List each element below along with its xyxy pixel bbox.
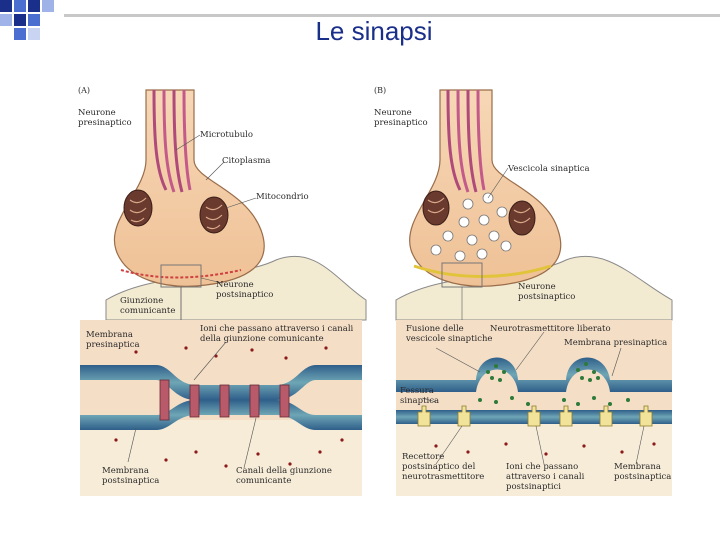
panel-b-receptor-label: Recettore postsinaptico del neurotrasmet… <box>402 452 485 482</box>
panel-b-detail <box>396 320 672 496</box>
panel-a-ions-label: Ioni che passano attraverso i canali del… <box>200 324 354 344</box>
panel-b-presynaptic-label: Neurone presinaptico <box>374 108 428 128</box>
synapse-figure: (A) Neurone presinaptico Microtubulo Cit… <box>76 80 678 498</box>
panel-b-neuron <box>395 89 673 321</box>
panel-b-vesicle-label: Vescicola sinaptica <box>508 164 590 174</box>
panel-a-pre-membrane-label: Membrana presinaptica <box>86 330 140 350</box>
panel-b-cleft-label: Fessura sinaptica <box>400 386 440 406</box>
panel-a-postsynaptic-label: Neurone postsinaptico <box>216 280 274 300</box>
panel-b-released-label: Neurotrasmettitore liberato <box>490 324 611 334</box>
panel-a-microtubule-label: Microtubulo <box>200 130 254 140</box>
panel-a-gap-junction-label: Giunzione comunicante <box>120 296 176 316</box>
synapse-illustration <box>80 89 673 496</box>
panel-a-neuron <box>105 89 367 321</box>
panel-a-mitochondrion-label: Mitocondrio <box>256 192 309 202</box>
slide-title: Le sinapsi <box>315 16 433 46</box>
panel-b-postsynaptic-label: Neurone postsinaptico <box>518 282 576 302</box>
panel-b-fusion-label: Fusione delle vescicole sinaptiche <box>406 324 493 344</box>
panel-a-post-membrane-label: Membrana postsinaptica <box>102 466 160 486</box>
panel-a-tag: (A) <box>78 86 91 95</box>
top-rule <box>64 14 720 17</box>
panel-b-post-membrane-label: Membrana postsinaptica <box>614 462 672 482</box>
corner-decoration <box>0 0 54 40</box>
panel-b-ions-label: Ioni che passano attraverso i canali pos… <box>506 462 585 492</box>
panel-a-channels-label: Canali della giunzione comunicante <box>236 466 332 486</box>
panel-a-detail <box>80 320 362 496</box>
panel-b-pre-membrane-label: Membrana presinaptica <box>564 338 668 348</box>
panel-a-presynaptic-label: Neurone presinaptico <box>78 108 132 128</box>
panel-a-cytoplasm-label: Citoplasma <box>222 156 271 166</box>
panel-b-tag: (B) <box>374 86 387 95</box>
